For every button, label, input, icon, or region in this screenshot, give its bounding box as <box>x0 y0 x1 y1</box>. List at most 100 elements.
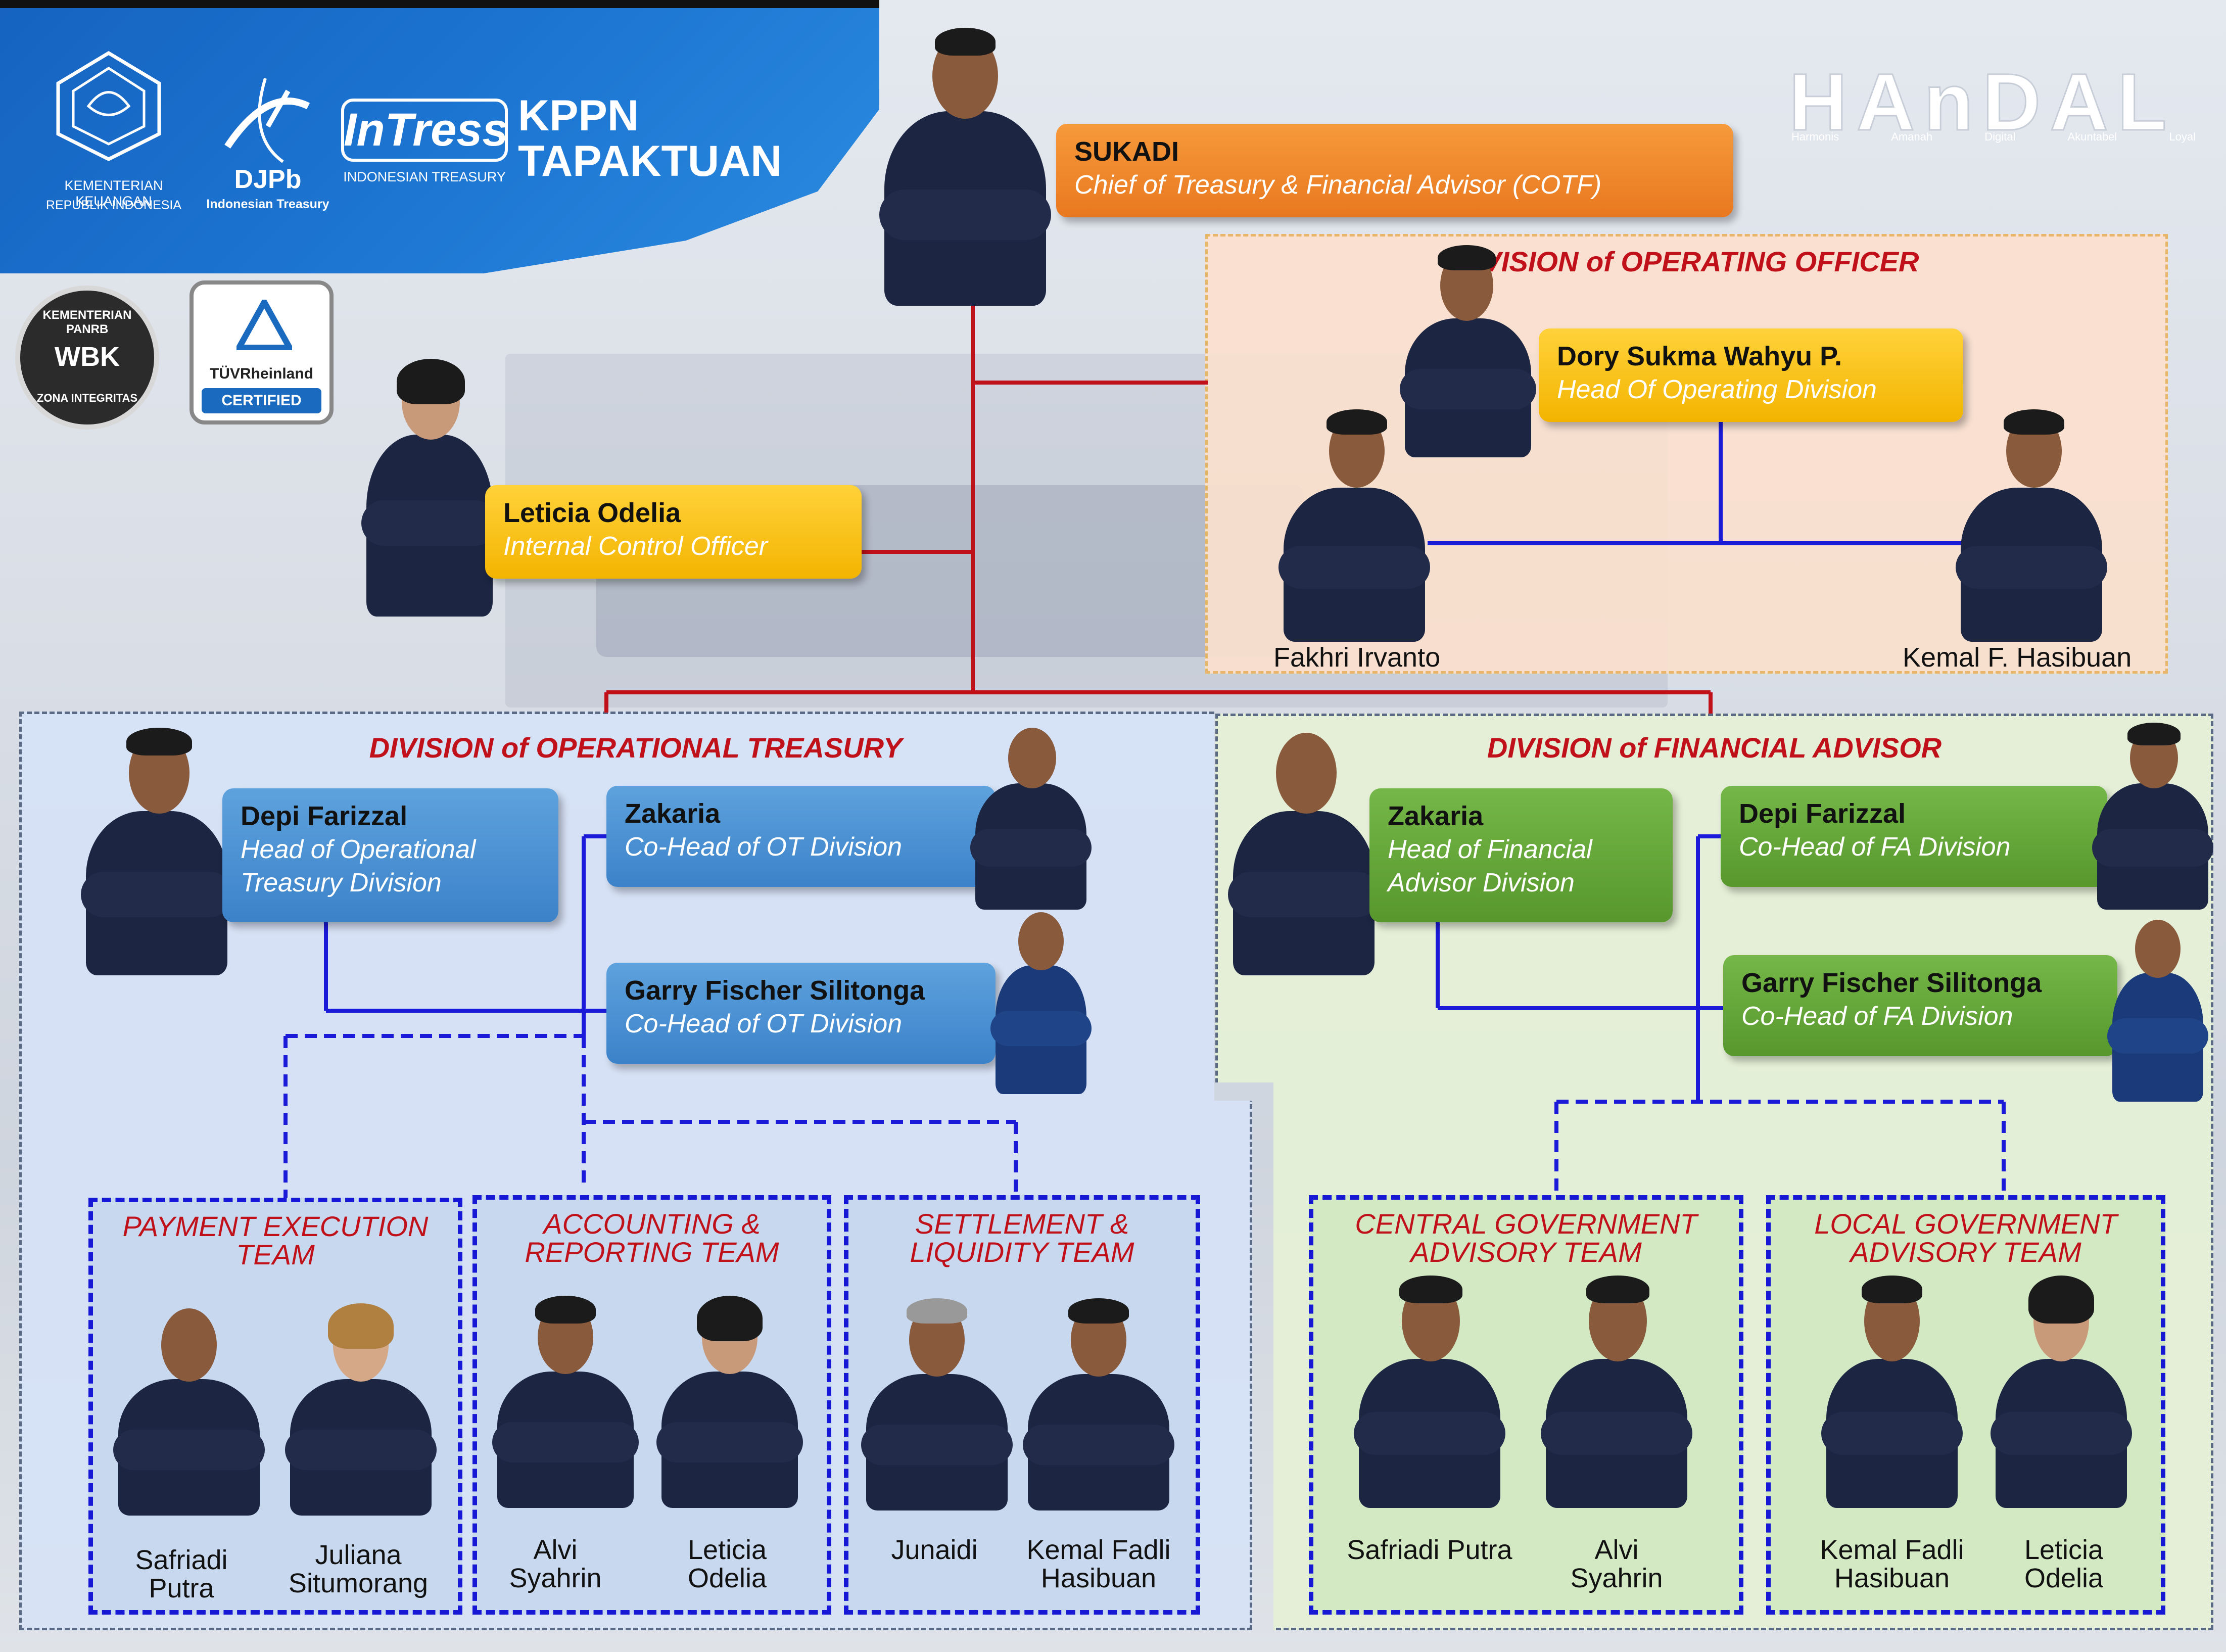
chief-name: SUKADI <box>1074 136 1179 167</box>
photo-fakhri <box>1278 409 1430 642</box>
team-accounting-reporting: ACCOUNTING & REPORTING TEAM Alvi Syahrin… <box>472 1195 831 1615</box>
photo-sukadi <box>879 23 1051 306</box>
team-member-photo <box>1023 1298 1174 1511</box>
team-member-name: Kemal Fadli Hasibuan <box>1820 1535 1964 1593</box>
intress-logo-frame <box>341 99 508 162</box>
internal-control-card: Leticia Odelia Internal Control Officer <box>485 485 862 579</box>
fa-head-card: Zakaria Head of Financial Advisor Divisi… <box>1369 788 1673 922</box>
photo-depi-ot <box>81 728 232 975</box>
intress-subtitle: INDONESIAN TREASURY <box>343 169 506 184</box>
fa-head-name: Zakaria <box>1388 801 1484 831</box>
handal-value: Akuntabel <box>2067 130 2117 143</box>
team-member-name: Safriadi Putra <box>1347 1535 1512 1565</box>
team-central-government-advisory: CENTRAL GOVERNMENT ADVISORY TEAM Safriad… <box>1309 1195 1743 1615</box>
handal-value: Digital <box>1984 130 2016 143</box>
operating-head-name: Dory Sukma Wahyu P. <box>1557 341 1842 371</box>
team-member-name: Junaidi <box>891 1535 978 1565</box>
handal-value: Harmonis <box>1791 130 1839 143</box>
ot-cohead1-name: Zakaria <box>625 798 721 829</box>
djpb-logo <box>212 76 318 167</box>
handal-value: Loyal <box>2169 130 2196 143</box>
fa-cohead2-name: Garry Fischer Silitonga <box>1741 968 2042 998</box>
photo-kemal-f <box>1956 409 2107 642</box>
fa-division-title: DIVISION of FINANCIAL ADVISOR <box>1487 732 1942 764</box>
fa-cohead2-card: Garry Fischer Silitonga Co-Head of FA Di… <box>1723 955 2117 1056</box>
ot-cohead1-role: Co-Head of OT Division <box>625 832 903 862</box>
operating-head-role: Head Of Operating Division <box>1557 375 1877 404</box>
team-member-photo <box>656 1296 803 1508</box>
ot-cohead2-role: Co-Head of OT Division <box>625 1009 903 1039</box>
team-title: ACCOUNTING & REPORTING TEAM <box>525 1208 779 1268</box>
fa-cohead1-name: Depi Farizzal <box>1739 798 1906 829</box>
team-member-name: Kemal Fadli Hasibuan <box>1026 1535 1171 1593</box>
handal-logo: HAnDAL <box>1788 56 2176 148</box>
team-member-name: Leticia Odelia <box>687 1535 767 1593</box>
office-title-line2: TAPAKTUAN <box>518 137 782 185</box>
photo-leticia-odelia-ico <box>361 354 498 617</box>
team-member-photo <box>285 1303 437 1516</box>
tuv-badge-cert-label: CERTIFIED <box>221 392 302 409</box>
ministry-line2: REPUBLIK INDONESIA <box>45 198 182 212</box>
photo-zakaria-fa <box>1228 728 1380 975</box>
team-settlement-liquidity: SETTLEMENT & LIQUIDITY TEAM Junaidi Kema… <box>844 1195 1200 1615</box>
internal-control-name: Leticia Odelia <box>503 498 681 528</box>
team-member-photo <box>1541 1276 1692 1508</box>
photo-zakaria-ot <box>970 723 1092 910</box>
djpb-swoosh-icon <box>224 78 310 163</box>
operating-division-title: DIVISION of OPERATING OFFICER <box>1454 246 1919 277</box>
tuv-badge-cert: CERTIFIED <box>202 388 321 413</box>
photo-dory <box>1400 245 1536 457</box>
kemenkeu-logo <box>51 48 167 164</box>
team-member-name: Juliana Situmorang <box>288 1540 429 1598</box>
team-member-photo <box>113 1303 265 1516</box>
fa-cohead2-role: Co-Head of FA Division <box>1741 1002 2013 1031</box>
team-member-name: Leticia Odelia <box>2024 1535 2104 1593</box>
fa-cohead1-role: Co-Head of FA Division <box>1739 832 2011 862</box>
fa-cohead1-card: Depi Farizzal Co-Head of FA Division <box>1721 786 2107 887</box>
wbk-badge-bottom: ZONA INTEGRITAS <box>36 392 138 404</box>
red-connectors <box>604 303 1713 714</box>
team-title: SETTLEMENT & LIQUIDITY TEAM <box>910 1208 1134 1268</box>
wbk-badge: KEMENTERIAN PANRB WBK ZONA INTEGRITAS <box>15 286 159 430</box>
team-local-government-advisory: LOCAL GOVERNMENT ADVISORY TEAM Kemal Fad… <box>1766 1195 2165 1615</box>
internal-control-role: Internal Control Officer <box>503 532 768 561</box>
team-member-photo <box>861 1298 1013 1511</box>
team-payment-execution: PAYMENT EXECUTION TEAM Safriadi Putra Ju… <box>88 1198 462 1615</box>
wbk-badge-top: KEMENTERIAN PANRB <box>42 308 132 336</box>
operating-member-name: Kemal F. Hasibuan <box>1903 642 2132 673</box>
photo-garry-fa <box>2107 915 2208 1102</box>
team-title: CENTRAL GOVERNMENT ADVISORY TEAM <box>1355 1208 1697 1268</box>
team-title: LOCAL GOVERNMENT ADVISORY TEAM <box>1814 1208 2117 1268</box>
handal-value: Amanah <box>1891 130 1933 143</box>
team-member-photo <box>1991 1276 2132 1508</box>
team-member-photo <box>492 1296 639 1508</box>
operating-head-card: Dory Sukma Wahyu P. Head Of Operating Di… <box>1539 328 1963 422</box>
team-member-name: Safriadi Putra <box>135 1545 228 1603</box>
blue-dashed-connectors <box>283 1034 2006 1198</box>
fa-head-role: Head of Financial Advisor Division <box>1388 835 1592 898</box>
office-title-line1: KPPN <box>518 91 639 140</box>
photo-depi-fa <box>2092 723 2213 910</box>
ot-head-role: Head of Operational Treasury Division <box>241 835 476 898</box>
tuv-triangle-icon <box>236 300 292 350</box>
ministry-line1: KEMENTERIAN KEUANGAN <box>64 178 163 209</box>
wbk-badge-center: WBK <box>55 342 120 372</box>
tuv-badge: TÜVRheinland CERTIFIED <box>190 280 334 424</box>
chief-card: SUKADI Chief of Treasury & Financial Adv… <box>1056 124 1733 217</box>
team-member-name: Alvi Syahrin <box>509 1535 602 1593</box>
team-member-photo <box>1821 1276 1963 1508</box>
intress-wordmark: InTress <box>344 104 508 156</box>
ot-division-title: DIVISION of OPERATIONAL TREASURY <box>369 732 903 764</box>
operating-member-name: Fakhri Irvanto <box>1273 642 1441 673</box>
chief-role: Chief of Treasury & Financial Advisor (C… <box>1074 170 1602 200</box>
photo-garry-ot <box>990 907 1092 1094</box>
team-member-name: Alvi Syahrin <box>1570 1535 1663 1593</box>
team-member-photo <box>1354 1276 1505 1508</box>
team-title: PAYMENT EXECUTION TEAM <box>122 1210 429 1270</box>
handal-values: Harmonis Amanah Digital Akuntabel Loyal <box>1791 130 2196 144</box>
ot-head-name: Depi Farizzal <box>241 801 408 831</box>
ot-head-card: Depi Farizzal Head of Operational Treasu… <box>222 788 558 922</box>
ot-cohead2-name: Garry Fischer Silitonga <box>625 975 925 1006</box>
ot-cohead2-card: Garry Fischer Silitonga Co-Head of OT Di… <box>606 963 996 1064</box>
